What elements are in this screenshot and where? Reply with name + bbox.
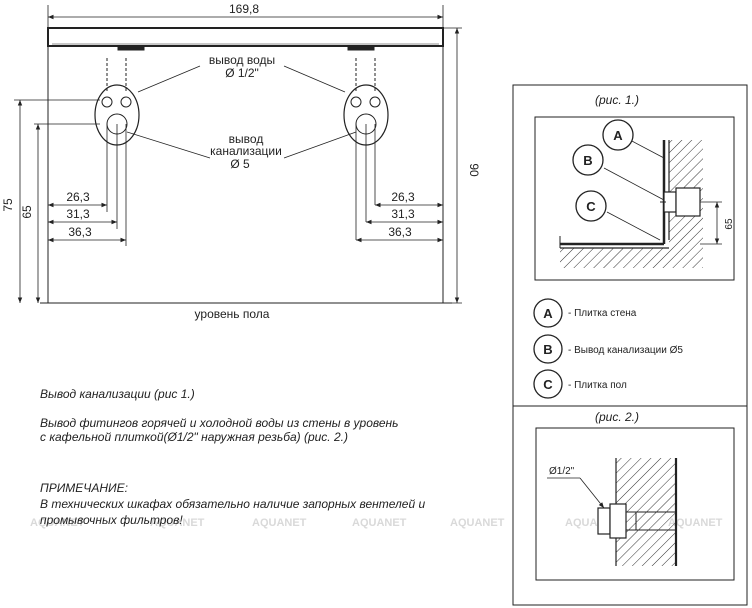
note-drain-ref: Вывод канализации (рис 1.) (40, 387, 195, 401)
fig2-thread-label: Ø1/2" (549, 466, 575, 477)
fig1-marker-a: A (613, 128, 623, 143)
legend-marker-b: B (543, 342, 552, 357)
drain-label-line2: канализации (210, 144, 282, 158)
water-outlet-diameter: Ø 1/2" (225, 66, 259, 80)
legend-text-b: - Вывод канализации Ø5 (568, 345, 683, 356)
note-line1: В технических шкафах обязательно наличие… (40, 497, 425, 511)
height-dimension-90: 90 (467, 163, 481, 177)
legend-text-c: - Плитка пол (568, 380, 627, 391)
note-title: ПРИМЕЧАНИЕ: (40, 481, 128, 495)
fig2-title: (рис. 2.) (595, 410, 639, 424)
legend-marker-a: A (543, 306, 553, 321)
height-dimension-75: 75 (1, 198, 15, 212)
overall-width-dimension: 169,8 (229, 2, 259, 16)
front-view (14, 5, 462, 304)
legend-marker-c: C (543, 377, 553, 392)
floor-level-label: уровень пола (195, 307, 270, 321)
watermark-7: AQUANET (668, 517, 723, 529)
note-line2: промывочных фильтров! (40, 513, 183, 527)
legend-text-a: - Плитка стена (568, 308, 637, 319)
water-outlet-label: вывод воды (209, 53, 275, 67)
fig1-marker-b: B (583, 153, 592, 168)
note-fittings-line2: с кафельной плиткой(Ø1/2" наружная резьб… (40, 430, 348, 444)
watermark-1: AQUANET (30, 517, 85, 529)
right-offset-2: 31,3 (391, 207, 415, 221)
drain-diameter: Ø 5 (230, 157, 250, 171)
watermark-4: AQUANET (352, 517, 407, 529)
watermark-3: AQUANET (252, 517, 307, 529)
note-fittings-line1: Вывод фитингов горячей и холодной воды и… (40, 416, 398, 430)
right-offset-3: 36,3 (388, 225, 412, 239)
height-dimension-65: 65 (20, 205, 34, 219)
notes: Вывод канализации (рис 1.) Вывод фитинго… (40, 387, 425, 527)
right-panel (512, 84, 748, 606)
drain-label-line1: вывод (229, 132, 264, 146)
fig1-dimension-65: 65 (724, 218, 735, 230)
right-offset-1: 26,3 (391, 190, 415, 204)
left-offset-2: 31,3 (66, 207, 90, 221)
fig1-title: (рис. 1.) (595, 93, 639, 107)
watermark-2: AQUANET (150, 517, 205, 529)
left-offset-1: 26,3 (66, 190, 90, 204)
watermark-5: AQUANET (450, 517, 505, 529)
fig1-marker-c: C (586, 199, 596, 214)
left-offset-3: 36,3 (68, 225, 92, 239)
